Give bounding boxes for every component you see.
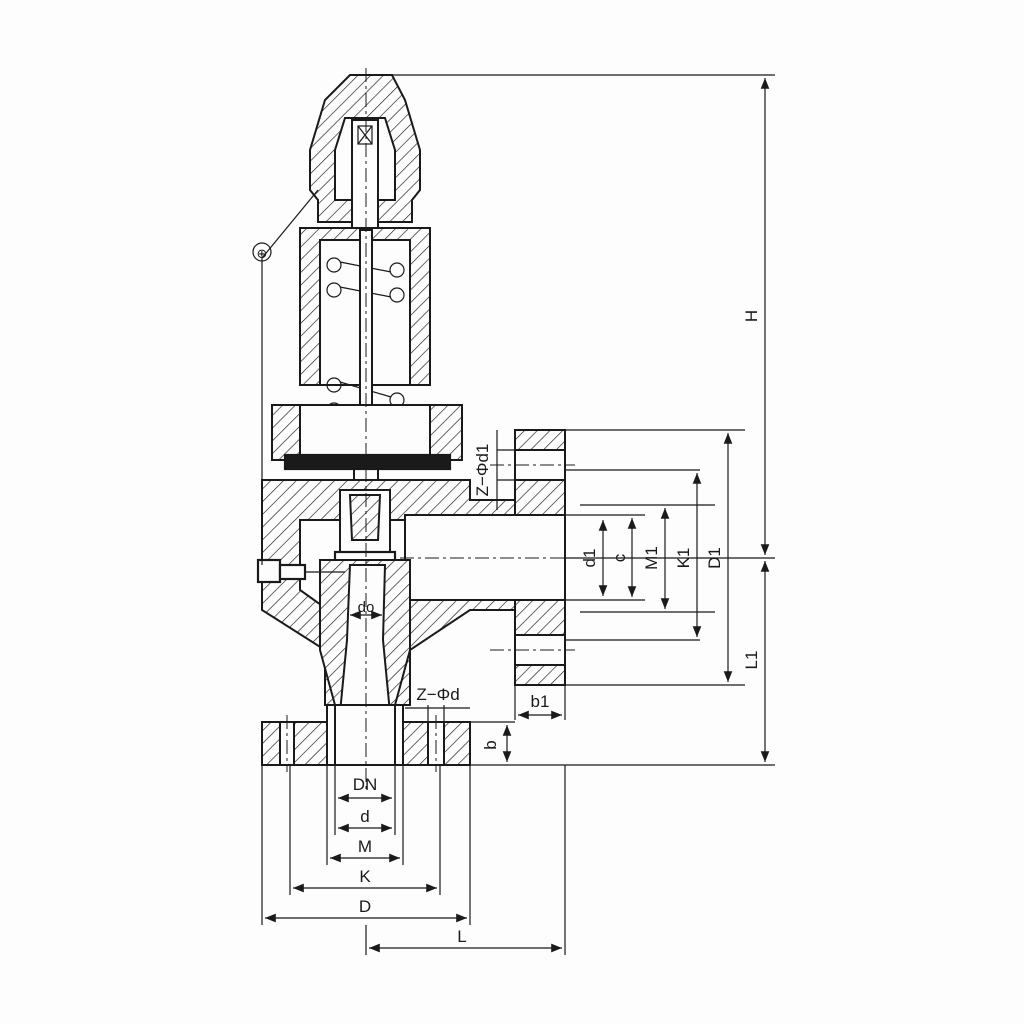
spindle-top xyxy=(351,119,379,231)
label-DN: DN xyxy=(353,775,378,794)
dimension-labels: H L1 D1 K1 M1 c d1 Z−Φd1 DN d M K D L b … xyxy=(257,246,761,946)
label-D1: D1 xyxy=(705,547,724,569)
label-H: H xyxy=(742,310,761,322)
label-z-phi-d: Z−Φd xyxy=(416,685,459,704)
test-plug xyxy=(256,558,282,584)
label-D: D xyxy=(359,897,371,916)
label-M1: M1 xyxy=(642,546,661,570)
label-L1: L1 xyxy=(742,651,761,670)
label-K: K xyxy=(359,867,371,886)
label-c: c xyxy=(610,553,629,562)
seal-mark-circle xyxy=(252,242,272,262)
label-b: b xyxy=(481,740,500,749)
label-d1: d1 xyxy=(580,549,599,568)
outlet-flange xyxy=(514,429,566,686)
label-K1: K1 xyxy=(674,548,693,569)
label-z-phi-d1: Z−Φd1 xyxy=(473,444,492,497)
dimensions xyxy=(261,74,775,955)
label-seal-mark: ⊕ xyxy=(257,246,268,261)
label-b1: b1 xyxy=(531,692,550,711)
seal-wire xyxy=(252,189,319,565)
label-L: L xyxy=(457,927,466,946)
label-M: M xyxy=(358,837,372,856)
label-do: do xyxy=(358,599,375,616)
center-lines xyxy=(286,68,575,790)
inlet-flange xyxy=(261,704,471,766)
label-d: d xyxy=(360,807,369,826)
